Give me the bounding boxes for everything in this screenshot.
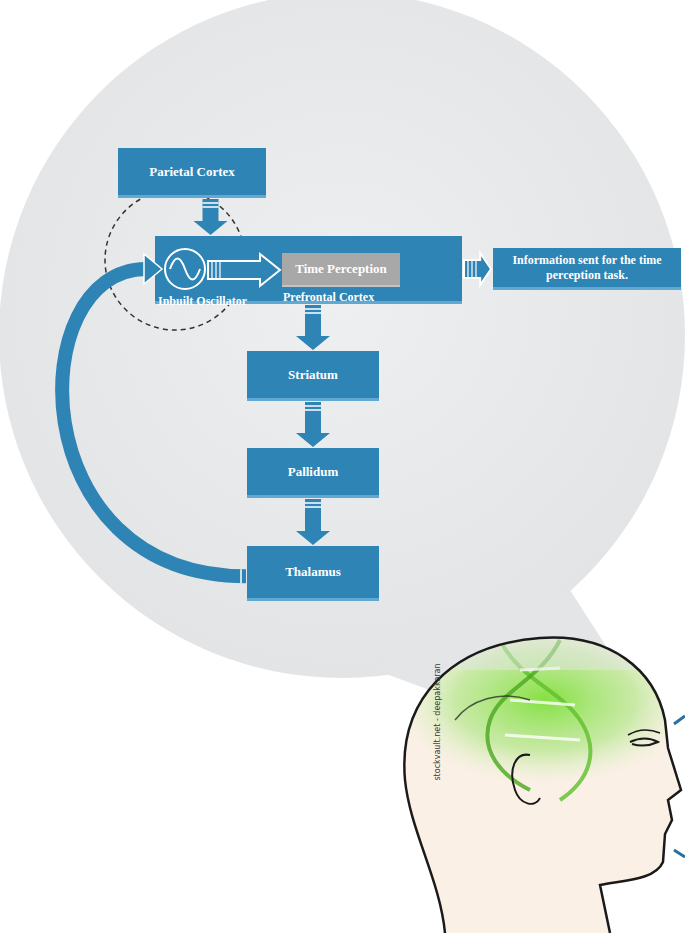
output-box: Information sent for the time perception… [493, 248, 681, 290]
flow-arrow [296, 305, 330, 350]
region-box: Thalamus [247, 546, 379, 601]
head-illustration [395, 615, 685, 933]
watermark: stockvault.net - deepakkaran [433, 663, 442, 780]
box-label: Parietal Cortex [149, 164, 235, 180]
region-container: Prefrontal Cortex Inbuilt Oscillator Time … [155, 236, 462, 304]
region-box: Parietal Cortex [118, 148, 266, 198]
flow-arrow [296, 402, 330, 447]
flow-arrow [194, 199, 228, 235]
box-label: Striatum [288, 367, 338, 383]
box-label: Information sent for the time perception… [501, 253, 673, 282]
flow-arrow [464, 253, 491, 285]
oscillator-label: Inbuilt Oscillator [158, 294, 196, 308]
sine-wave-symbol [170, 259, 200, 280]
region-label: Prefrontal Cortex [283, 290, 374, 304]
region-box: Pallidum [247, 448, 379, 498]
oscillator-circle: Inbuilt Oscillator [164, 248, 206, 290]
speech-bubble [0, 0, 685, 678]
process-box: Time Perception [282, 253, 400, 287]
region-box: Striatum [247, 351, 379, 401]
box-label: Pallidum [288, 464, 339, 480]
box-label: Time Perception [295, 261, 387, 277]
flow-arrow [296, 499, 330, 545]
flow-arrow [62, 254, 246, 583]
box-label: Thalamus [285, 564, 341, 580]
flow-arrow [208, 254, 280, 286]
